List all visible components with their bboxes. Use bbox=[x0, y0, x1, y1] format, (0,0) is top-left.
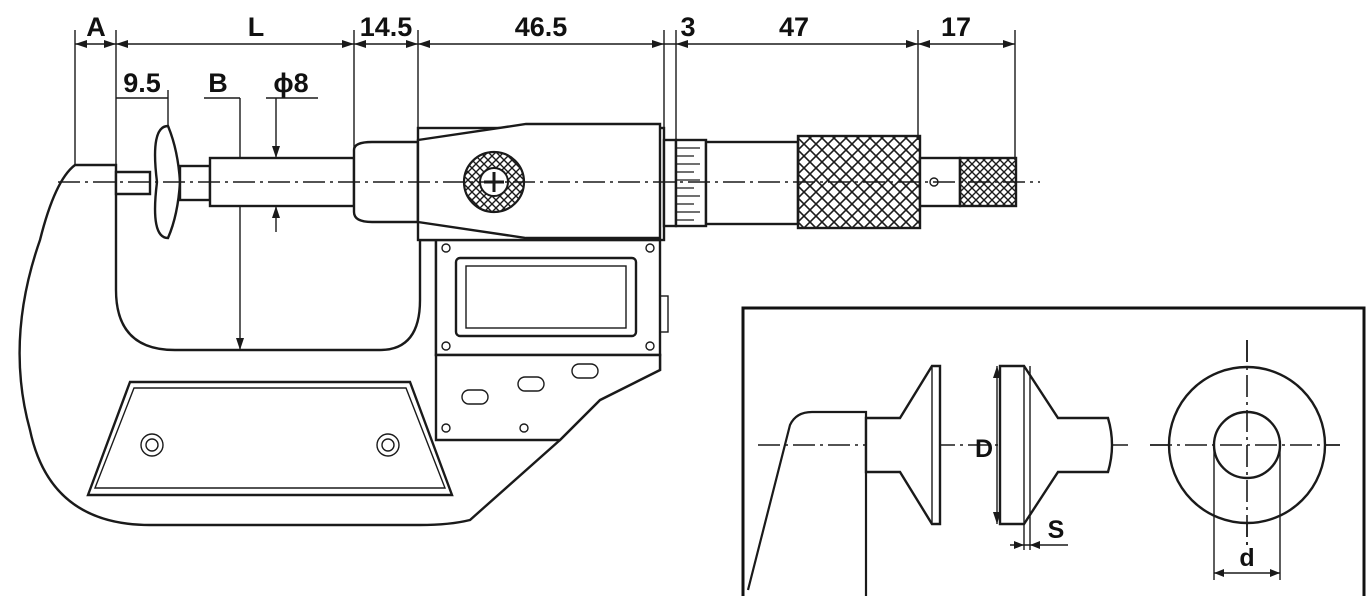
label-l: L bbox=[248, 12, 265, 42]
pad-screw-icon bbox=[140, 433, 164, 457]
dimension-lines bbox=[74, 30, 1016, 350]
label-46-5: 46.5 bbox=[515, 12, 568, 42]
micrometer-frame bbox=[18, 163, 669, 527]
button-oval-icon bbox=[461, 389, 489, 405]
label-14-5: 14.5 bbox=[360, 12, 413, 42]
label-d-minor: d bbox=[1239, 544, 1254, 572]
button-oval-icon bbox=[571, 363, 599, 379]
inset-detail: D S d bbox=[741, 306, 1366, 596]
label-d-major: D bbox=[975, 435, 993, 463]
label-a: A bbox=[86, 12, 106, 42]
button-oval-icon bbox=[517, 376, 545, 392]
label-9-5: 9.5 bbox=[123, 68, 161, 98]
label-3: 3 bbox=[680, 12, 695, 42]
label-17: 17 bbox=[941, 12, 971, 42]
pad-screw-icon bbox=[376, 433, 400, 457]
label-b: B bbox=[208, 68, 228, 98]
dimension-labels: A L 14.5 46.5 3 47 17 9.5 B ϕ8 bbox=[86, 12, 971, 98]
label-s: S bbox=[1048, 516, 1065, 544]
spindle-assembly bbox=[114, 122, 1018, 242]
label-47: 47 bbox=[779, 12, 809, 42]
label-phi-8: ϕ8 bbox=[273, 68, 308, 98]
